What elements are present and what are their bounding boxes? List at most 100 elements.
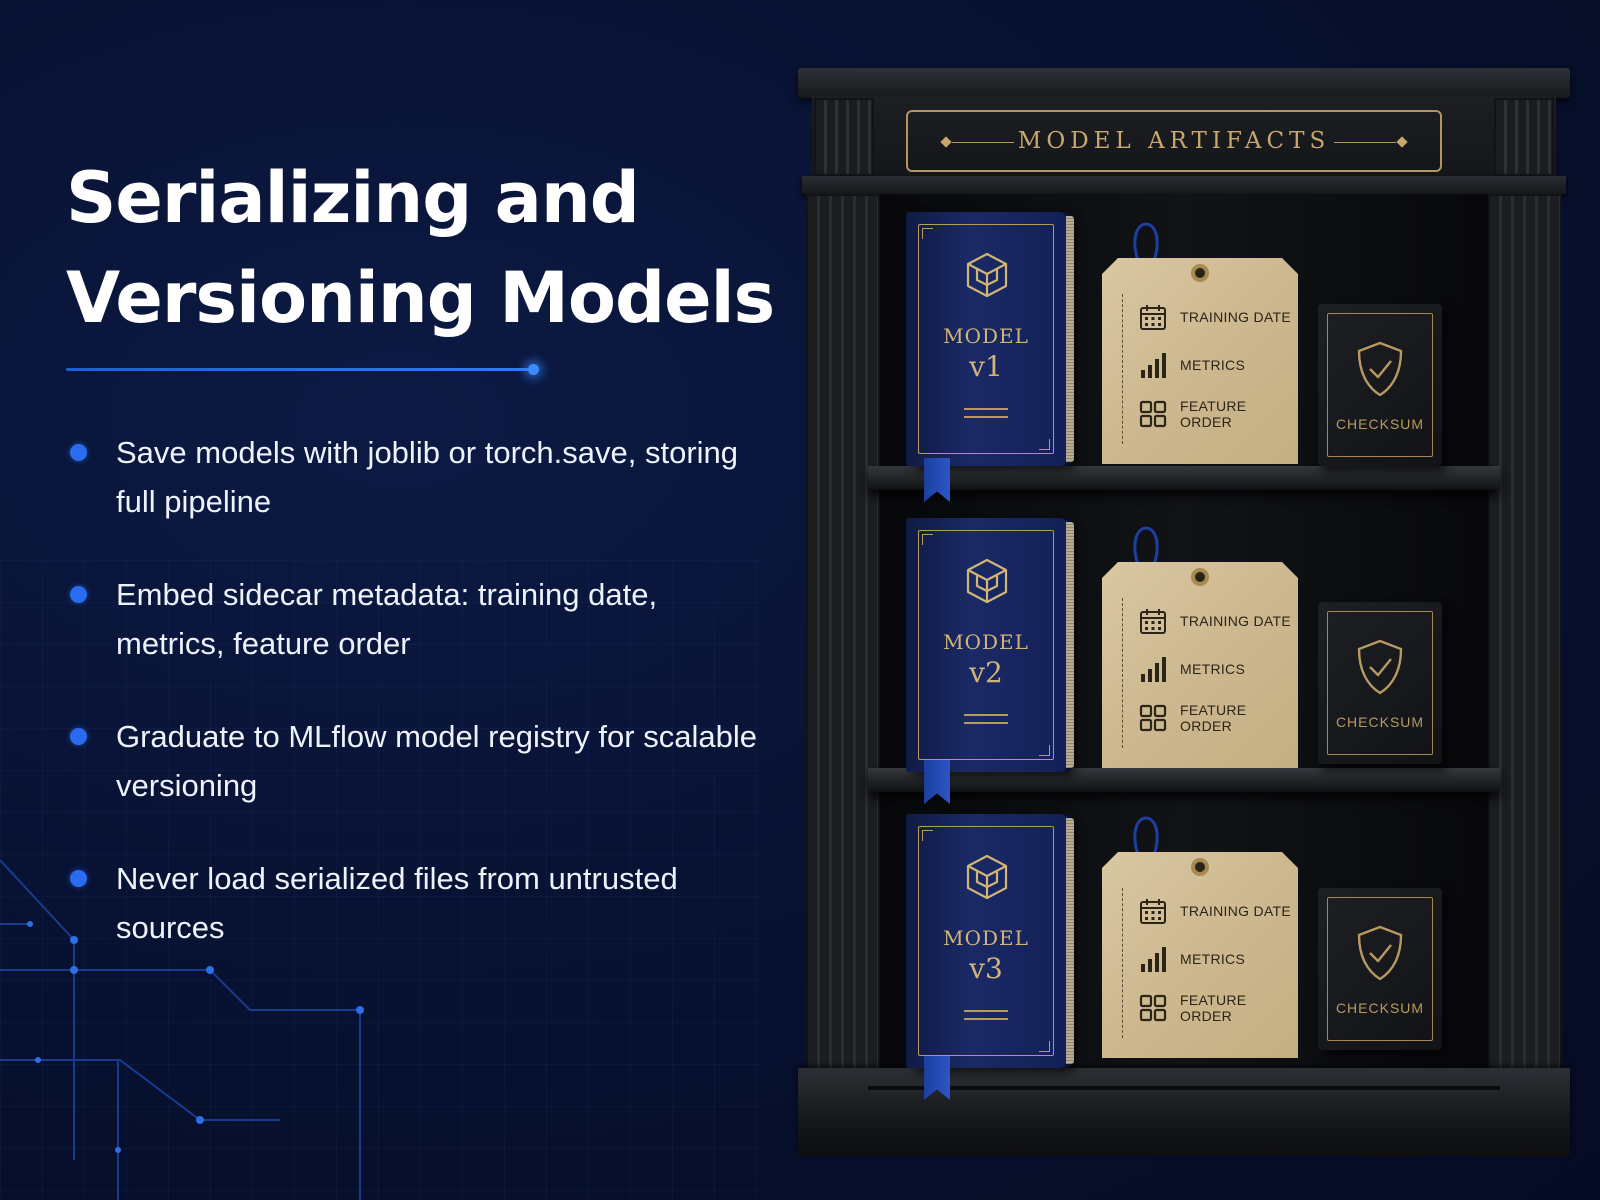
tag-item-text: FEATURE ORDER: [1180, 398, 1247, 430]
book-label: MODEL: [943, 926, 1029, 950]
title-line-2: Versioning Models: [66, 257, 775, 339]
title-divider: [66, 368, 534, 371]
circuit-lines-decoration: [0, 860, 364, 1200]
book-rule: [964, 1018, 1008, 1020]
bullet-dot-icon: [70, 870, 87, 887]
calendar-icon: [1140, 899, 1166, 924]
cube-icon: [966, 854, 1008, 900]
checksum-box: CHECKSUM: [1318, 304, 1442, 466]
tag-item-text: TRAINING DATE: [1180, 309, 1291, 325]
checksum-label: CHECKSUM: [1335, 1000, 1425, 1016]
bookcase-frieze-band: [802, 176, 1566, 194]
tag-string-icon: [1133, 816, 1159, 861]
tag-item-training-date: TRAINING DATE: [1138, 302, 1291, 332]
book-gold-border: [918, 530, 1054, 760]
book-version: v2: [969, 656, 1003, 689]
tag-item-metrics: METRICS: [1138, 654, 1245, 684]
pillar-right: [1488, 194, 1562, 1076]
book-rule: [964, 714, 1008, 716]
tag-eyelet-icon: [1191, 568, 1209, 586]
bar-chart-icon: [1141, 353, 1166, 378]
shield-check-icon: [1357, 341, 1403, 397]
checksum-label: CHECKSUM: [1335, 416, 1425, 432]
tag-dashed-line: [1122, 888, 1123, 1038]
book-rule: [964, 1010, 1008, 1012]
pillar-left: [806, 194, 880, 1076]
checksum-box: CHECKSUM: [1318, 602, 1442, 764]
tag-item-training-date: TRAINING DATE: [1138, 896, 1291, 926]
shelf-board: [868, 768, 1500, 792]
bullet-dot-icon: [70, 586, 87, 603]
bullet-list: Save models with joblib or torch.save, s…: [70, 428, 760, 996]
bullet-item: Graduate to MLflow model registry for sc…: [70, 712, 760, 810]
tag-item-training-date: TRAINING DATE: [1138, 606, 1291, 636]
divider-glow-dot: [528, 364, 539, 375]
shield-check-icon: [1357, 925, 1403, 981]
metadata-tag: TRAINING DATE METRICS FEATURE ORDER: [1102, 852, 1298, 1058]
book-rule: [964, 408, 1008, 410]
book-label: MODEL: [943, 324, 1029, 348]
book-rule: [964, 722, 1008, 724]
grid-icon: [1139, 400, 1167, 428]
title-line-1: Serializing and: [66, 157, 640, 239]
shield-check-icon: [1357, 639, 1403, 695]
bullet-dot-icon: [70, 728, 87, 745]
book-gold-border: [918, 826, 1054, 1056]
pillar-capital-left: [814, 98, 874, 176]
tag-dashed-line: [1122, 598, 1123, 748]
bookcase-base: [798, 1068, 1570, 1156]
checksum-border: [1327, 611, 1433, 755]
cube-icon: [966, 558, 1008, 604]
plaque-rule: [952, 142, 1014, 143]
tag-item-text: FEATURE ORDER: [1180, 992, 1247, 1024]
model-artifacts-bookcase: MODEL ARTIFACTS MODEL v1 TRAI: [798, 68, 1570, 1156]
tag-item-text: METRICS: [1180, 661, 1246, 677]
checksum-border: [1327, 897, 1433, 1041]
plaque-ornament-icon: [1396, 136, 1408, 148]
tag-dashed-line: [1122, 294, 1123, 444]
book-pages: [1066, 216, 1074, 462]
book-version: v1: [969, 350, 1003, 383]
tag-item-feature-order: FEATURE ORDER: [1138, 398, 1298, 430]
cube-icon: [966, 252, 1008, 298]
bookcase-header-plaque: MODEL ARTIFACTS: [906, 110, 1442, 172]
book-gold-border: [918, 224, 1054, 454]
tag-string-icon: [1133, 526, 1159, 571]
bookcase-header-text: MODEL ARTIFACTS: [1017, 128, 1331, 154]
bullet-text: Save models with joblib or torch.save, s…: [116, 435, 739, 519]
model-book-v2: MODEL v2: [906, 518, 1066, 772]
metadata-tag: TRAINING DATE METRICS FEATURE ORDER: [1102, 562, 1298, 768]
model-book-v1: MODEL v1: [906, 212, 1066, 466]
plaque-ornament-icon: [940, 136, 952, 148]
grid-icon: [1139, 704, 1167, 732]
bullet-text: Never load serialized files from untrust…: [116, 861, 678, 945]
bookcase-base-groove: [868, 1086, 1500, 1090]
grid-icon: [1139, 994, 1167, 1022]
tag-item-text: TRAINING DATE: [1180, 903, 1291, 919]
tag-string-icon: [1133, 222, 1159, 267]
metadata-tag: TRAINING DATE METRICS FEATURE ORDER: [1102, 258, 1298, 464]
tag-eyelet-icon: [1191, 858, 1209, 876]
checksum-box: CHECKSUM: [1318, 888, 1442, 1050]
calendar-icon: [1140, 305, 1166, 330]
checksum-label: CHECKSUM: [1335, 714, 1425, 730]
book-rule: [964, 416, 1008, 418]
bar-chart-icon: [1141, 657, 1166, 682]
checksum-border: [1327, 313, 1433, 457]
tag-item-feature-order: FEATURE ORDER: [1138, 992, 1298, 1024]
book-pages: [1066, 818, 1074, 1064]
bullet-item: Never load serialized files from untrust…: [70, 854, 760, 952]
bullet-item: Embed sidecar metadata: training date, m…: [70, 570, 760, 668]
tag-item-metrics: METRICS: [1138, 350, 1245, 380]
book-version: v3: [969, 952, 1003, 985]
tag-item-text: METRICS: [1180, 951, 1246, 967]
tag-eyelet-icon: [1191, 264, 1209, 282]
background-grid: [0, 560, 760, 1200]
bookcase-cornice: [798, 68, 1570, 98]
calendar-icon: [1140, 609, 1166, 634]
book-pages: [1066, 522, 1074, 768]
pillar-capital-right: [1494, 98, 1554, 176]
tag-item-metrics: METRICS: [1138, 944, 1245, 974]
shelf-board: [868, 466, 1500, 490]
page-title: Serializing and Versioning Models: [66, 148, 786, 348]
